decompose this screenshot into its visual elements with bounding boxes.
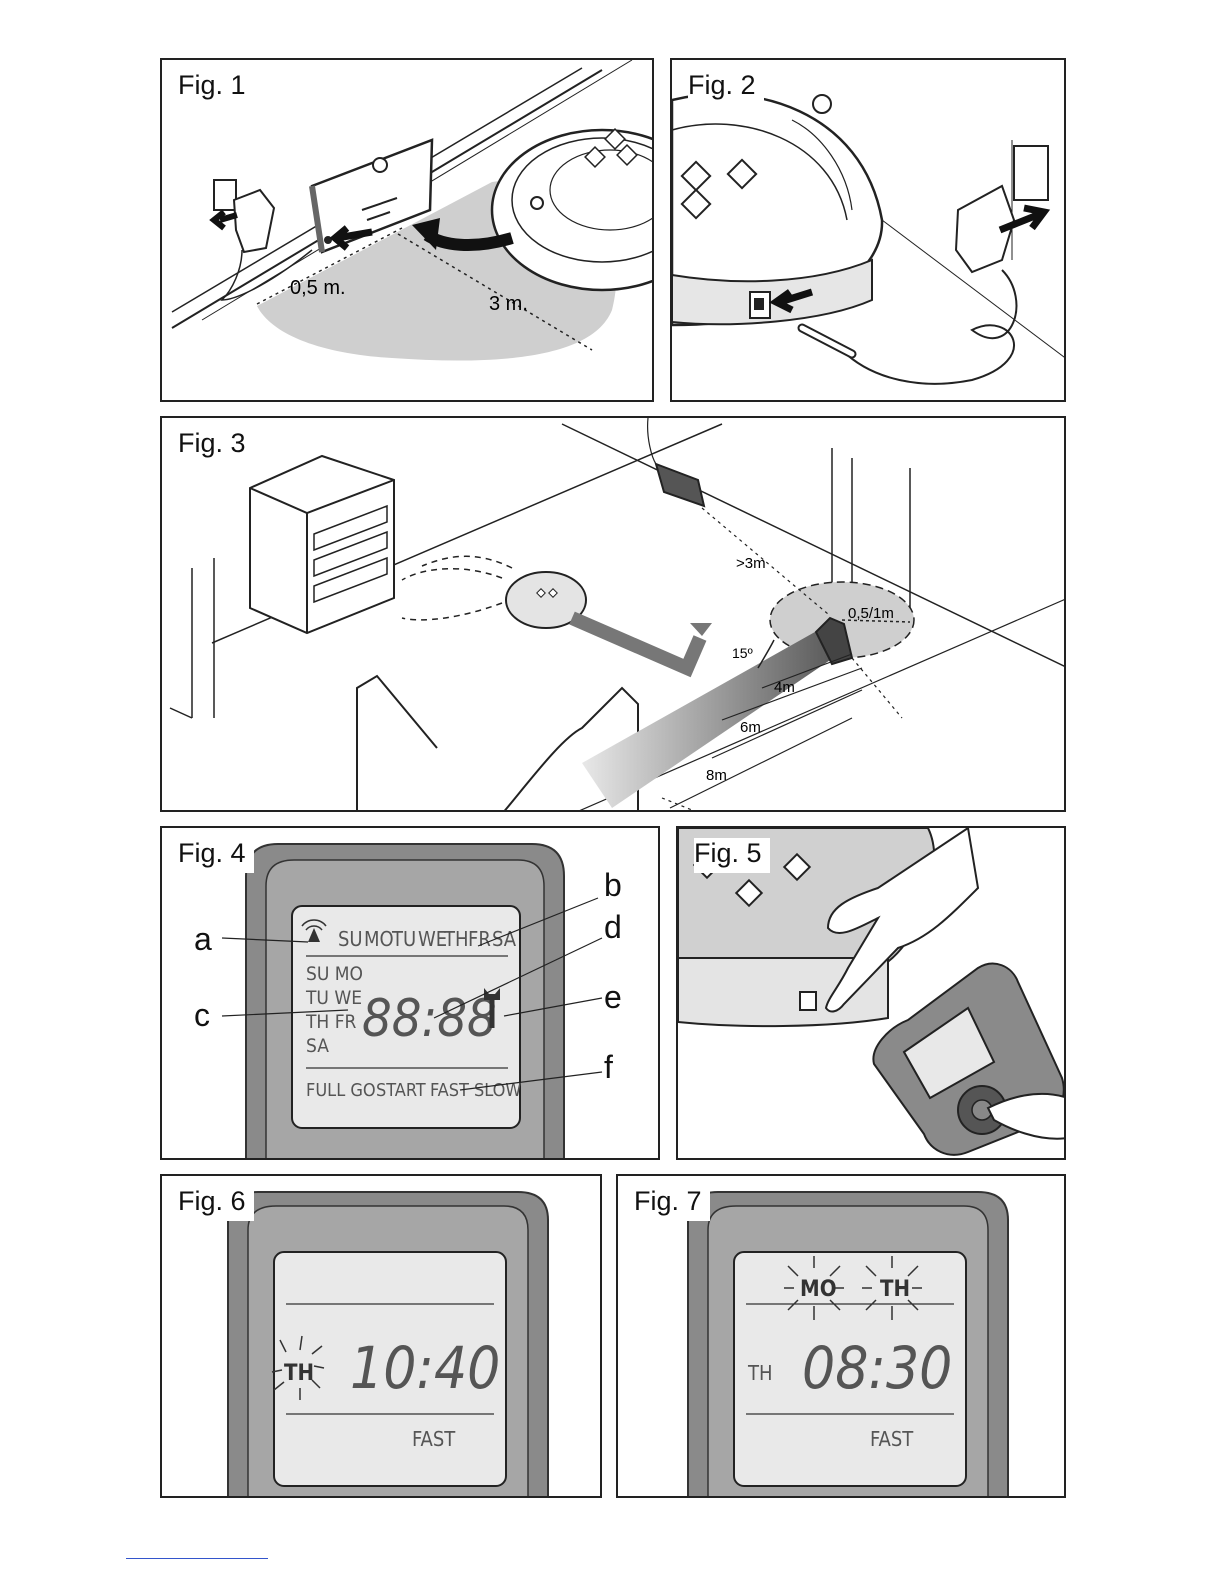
- wall-distance-label: >3m: [736, 555, 766, 572]
- figure-2: Fig. 2: [670, 58, 1066, 402]
- figure-4: Fig. 4 SU MO TU WE TH FR SA SU MO TU WE …: [160, 826, 660, 1160]
- callout-c: c: [194, 997, 210, 1033]
- angle-label: 15º: [732, 645, 753, 661]
- callout-e: e: [604, 979, 622, 1015]
- wall-beacon: [656, 464, 704, 506]
- figure-label: Fig. 7: [634, 1186, 710, 1221]
- figure-label: Fig. 5: [694, 838, 770, 873]
- figure-label: Fig. 2: [688, 70, 764, 105]
- lcd-day: TH: [284, 1361, 314, 1386]
- figure-label: Fig. 4: [178, 838, 254, 873]
- lcd-day-group: SA: [306, 1035, 329, 1057]
- figure-4-illustration: SU MO TU WE TH FR SA SU MO TU WE TH FR S…: [162, 828, 660, 1160]
- figure-label: Fig. 1: [178, 70, 254, 105]
- figure-label: Fig. 6: [178, 1186, 254, 1221]
- lcd-time: 10:40: [350, 1334, 500, 1402]
- figure-label: Fig. 3: [178, 428, 254, 463]
- figure-2-illustration: [672, 60, 1066, 402]
- cabinet: [250, 456, 394, 633]
- callout-f: f: [604, 1049, 613, 1085]
- lcd-mode: FAST: [412, 1427, 456, 1451]
- figure-1: Fig. 1 0,5 m. 3 m.: [160, 58, 654, 402]
- range-6m-label: 6m: [740, 719, 761, 736]
- wall-outlet: [1014, 146, 1048, 200]
- figure-7-illustration: MO TH TH 08:30 FAST: [618, 1176, 1066, 1498]
- lcd-mode: START: [376, 1080, 426, 1101]
- figure-5: Fig. 5: [676, 826, 1066, 1160]
- lcd-day: MO: [364, 927, 394, 951]
- figure-7: Fig. 7 MO TH TH 08:30 FAST: [616, 1174, 1066, 1498]
- lcd-day: TU: [391, 927, 416, 951]
- figure-3: Fig. 3: [160, 416, 1066, 812]
- figure-3-illustration: >3m 0,5/1m 15º 4m 6m 8m: [162, 418, 1066, 812]
- lcd-mode: FULL GO: [306, 1080, 376, 1101]
- lcd-day-left: TH: [747, 1361, 773, 1385]
- callout-a: a: [194, 921, 212, 957]
- figure-6: Fig. 6 TH 10:40 FAST: [160, 1174, 602, 1498]
- power-switch: [800, 992, 816, 1010]
- callout-b: b: [604, 867, 622, 903]
- lcd-day: SU: [338, 927, 363, 951]
- distance-near-label: 0,5 m.: [290, 277, 346, 299]
- lcd-day: FR: [468, 927, 491, 951]
- range-8m-label: 8m: [706, 767, 727, 784]
- callout-d: d: [604, 909, 622, 945]
- lcd-day-group: TU WE: [305, 987, 362, 1009]
- range-4m-label: 4m: [774, 679, 795, 696]
- footer-rule: [126, 1558, 268, 1559]
- figure-6-illustration: TH 10:40 FAST: [162, 1176, 602, 1498]
- plug-adapter: [234, 190, 274, 252]
- figure-1-illustration: 0,5 m. 3 m.: [162, 60, 654, 402]
- lcd-mode: FAST: [870, 1427, 914, 1451]
- radius-label: 0,5/1m: [848, 605, 894, 622]
- distance-far-label: 3 m.: [489, 293, 528, 315]
- lcd-day: MO: [800, 1277, 837, 1302]
- lcd-day: WE: [418, 927, 447, 951]
- wall-outlet: [214, 180, 236, 210]
- lcd-day: TH: [443, 927, 469, 951]
- lcd-day: TH: [880, 1277, 910, 1302]
- lcd-day-group: SU MO: [306, 963, 363, 985]
- lcd-time: 08:30: [802, 1334, 952, 1402]
- figure-5-illustration: [678, 828, 1066, 1160]
- lcd-day-group: TH FR: [305, 1011, 357, 1033]
- lcd-mode: FAST: [430, 1080, 469, 1101]
